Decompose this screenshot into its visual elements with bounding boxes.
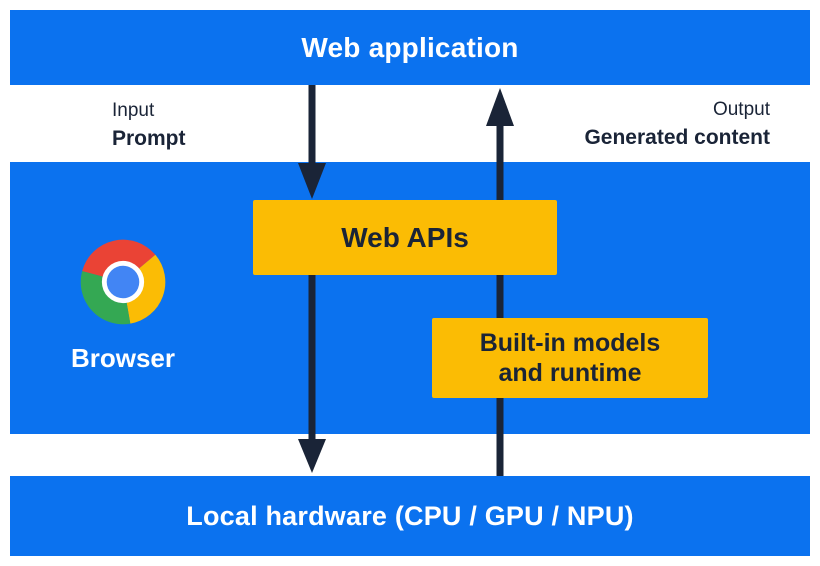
output-label-group: Output Generated content [584,99,770,150]
web-application-label: Web application [301,31,519,63]
web-apis-box: Web APIs [253,200,557,275]
input-value: Prompt [112,126,186,150]
input-arrow-lower-head [298,439,326,473]
input-arrow-upper-line [308,85,316,170]
local-hardware-label: Local hardware (CPU / GPU / NPU) [186,500,634,531]
local-hardware-layer: Local hardware (CPU / GPU / NPU) [10,476,810,556]
browser-identity: Browser [53,238,193,374]
built-in-models-box: Built-in models and runtime [432,318,708,398]
built-in-models-label-line2: and runtime [498,359,642,387]
output-title: Output [712,99,770,120]
web-apis-label: Web APIs [341,221,469,253]
input-title: Input [112,100,155,121]
chrome-icon-blue-center [106,265,140,299]
browser-label: Browser [70,343,176,373]
output-value: Generated content [584,125,770,149]
chrome-icon [79,238,167,326]
chrome-icon-yellow-segment [123,254,166,324]
output-arrow-head [486,88,514,126]
chrome-icon-red-segment [82,239,156,282]
web-application-layer: Web application [10,10,810,85]
input-label-group: Input Prompt [112,100,186,151]
built-in-models-label-line1: Built-in models [479,328,661,357]
